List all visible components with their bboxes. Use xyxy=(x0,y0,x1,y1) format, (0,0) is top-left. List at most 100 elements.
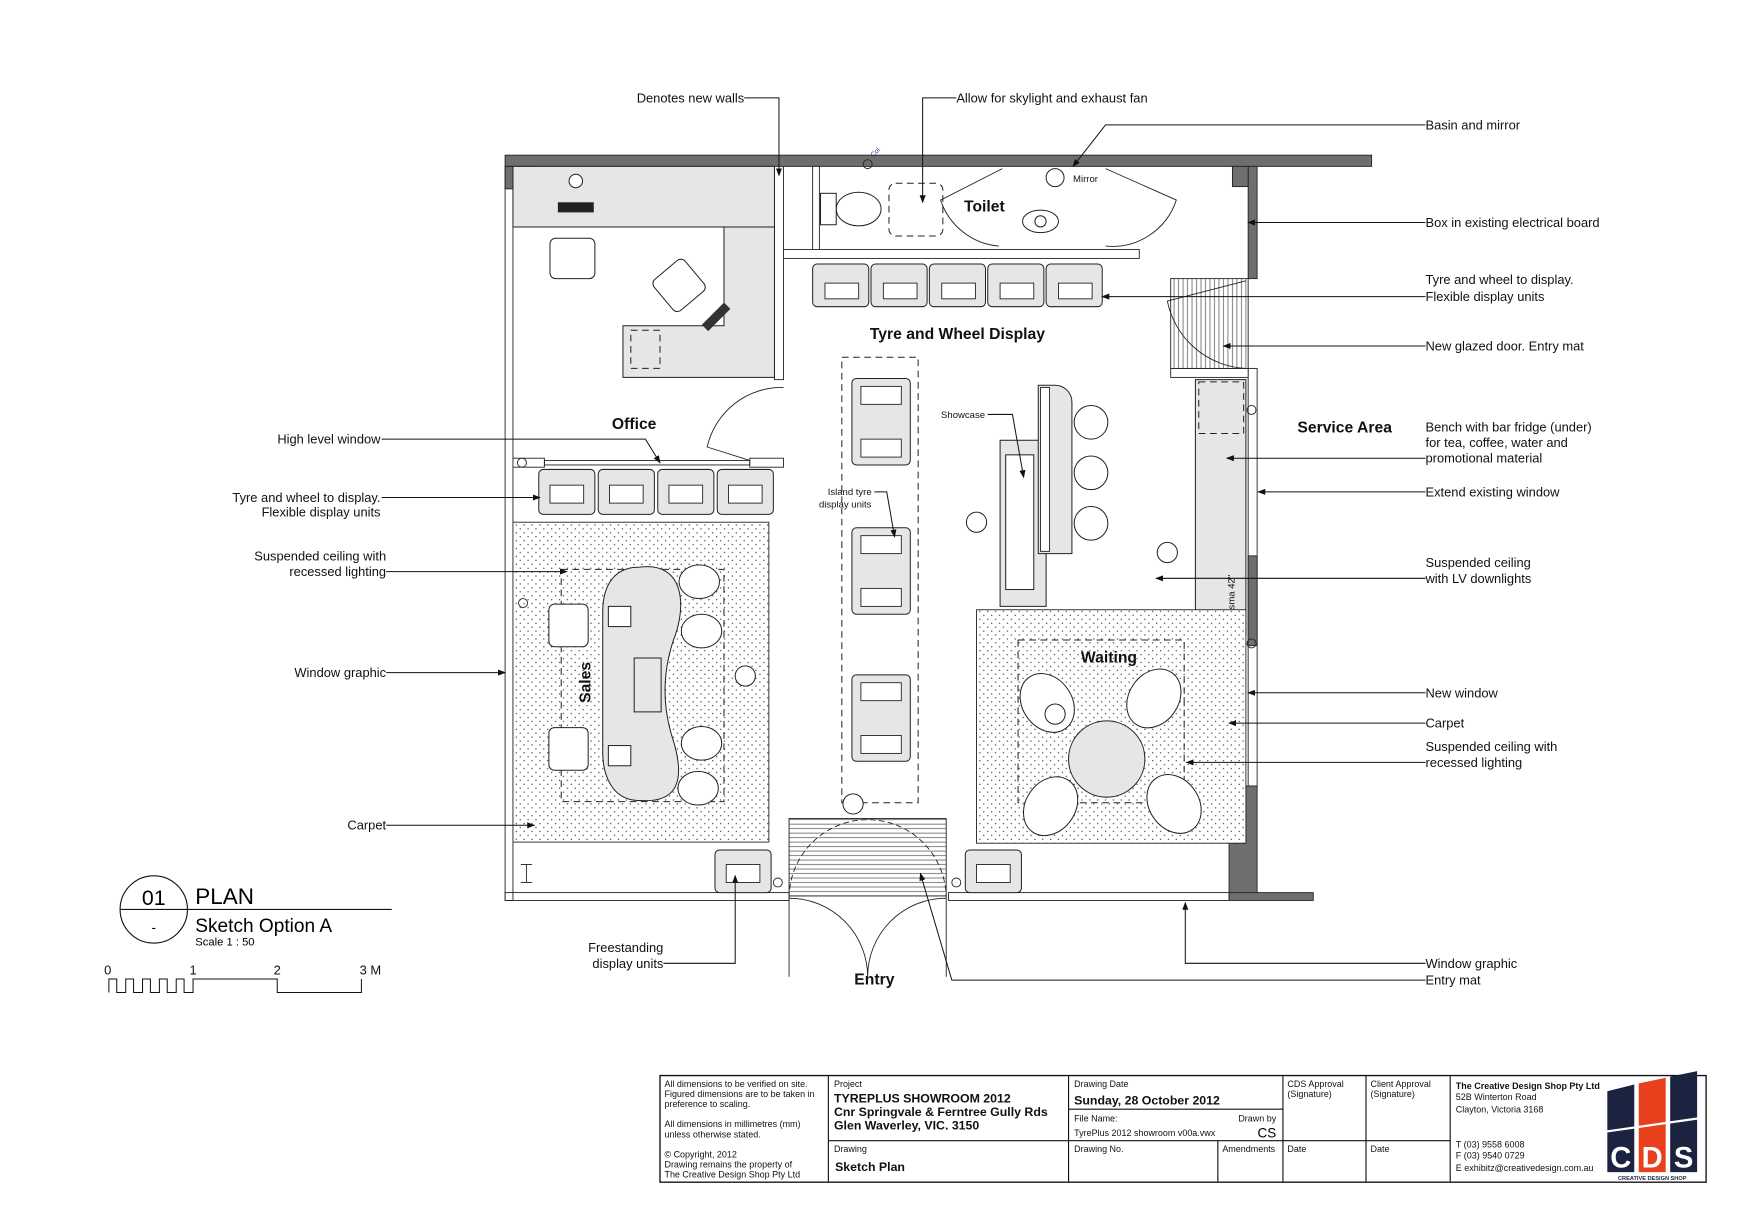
note-left-ceiling-2: recessed lighting xyxy=(289,564,386,579)
lounge-chair xyxy=(1126,668,1182,729)
tb-fax: F (03) 9540 0729 xyxy=(1456,1151,1525,1161)
showcase-area: Showcase xyxy=(842,384,1178,815)
phone-icon xyxy=(568,173,584,189)
tb-note-3: preference to scaling. xyxy=(664,1099,750,1109)
title-block: All dimensions to be verified on site. F… xyxy=(659,1071,1707,1183)
tb-copyright-2: Drawing remains the property of xyxy=(664,1160,792,1170)
tb-project-address-2: Glen Waverley, VIC. 3150 xyxy=(834,1118,979,1132)
toilet-door-swing-left xyxy=(940,168,1003,247)
tb-project-address-1: Cnr Springvale & Ferntree Gully Rds xyxy=(834,1105,1048,1119)
tb-note-4: All dimensions in millimetres (mm) xyxy=(664,1119,800,1129)
note-skylight: Allow for skylight and exhaust fan xyxy=(956,90,1147,105)
bench-fridge xyxy=(1198,381,1245,435)
tb-note-1: All dimensions to be verified on site. xyxy=(664,1079,807,1089)
note-bench-2: for tea, coffee, water and xyxy=(1425,435,1567,450)
tb-drawn-by: CS xyxy=(1258,1125,1277,1140)
svg-text:S: S xyxy=(1674,1143,1693,1175)
tb-company: The Creative Design Shop Pty Ltd xyxy=(1456,1081,1600,1091)
entry-area: Entry xyxy=(714,818,1022,989)
tb-drawing: Sketch Plan xyxy=(835,1160,905,1174)
note-freestanding-1: Freestanding xyxy=(588,940,663,955)
bottom-left-window xyxy=(504,892,790,901)
bar-stool xyxy=(1073,505,1109,541)
island-display: Island tyre display units xyxy=(819,356,919,804)
toilet-door-swing-right xyxy=(1105,168,1177,247)
tb-address-1: 52B Winterton Road xyxy=(1456,1092,1537,1102)
plan-title: PLAN xyxy=(195,884,254,909)
note-window-graphic-left: Window graphic xyxy=(294,665,386,680)
note-right-display-1: Tyre and wheel to display. xyxy=(1425,272,1573,287)
mirror-label: Mirror xyxy=(1073,174,1099,185)
basin-icon xyxy=(1045,168,1065,188)
tb-project-name: TYREPLUS SHOWROOM 2012 xyxy=(834,1091,1011,1105)
tb-date: Sunday, 28 October 2012 xyxy=(1074,1094,1220,1108)
entry-mat xyxy=(788,818,947,897)
bottom-right-window xyxy=(948,892,1230,901)
island-outline xyxy=(841,356,919,804)
door-wall-stub xyxy=(1170,367,1249,378)
toilet-label: Toilet xyxy=(964,198,1005,215)
note-right-ceiling-2: recessed lighting xyxy=(1425,755,1522,770)
top-wall xyxy=(504,154,1373,167)
right-corner-block xyxy=(1231,165,1249,188)
toilet-left-wall xyxy=(812,165,820,253)
note-left-display-2: Flexible display units xyxy=(262,505,381,520)
office-desk-chair xyxy=(652,258,706,313)
office-door-swing xyxy=(706,387,784,461)
office-chair xyxy=(549,237,596,280)
tb-cds-approval-2: (Signature) xyxy=(1287,1089,1331,1099)
tb-drawing-label: Drawing xyxy=(834,1144,867,1154)
note-new-window: New window xyxy=(1425,685,1498,700)
tb-amendments-label: Amendments xyxy=(1222,1144,1275,1154)
glazed-door-mat xyxy=(1170,278,1249,369)
person-figure-icon xyxy=(1156,541,1178,564)
note-high-window: High level window xyxy=(277,432,381,447)
tb-cds-approval-1: CDS Approval xyxy=(1287,1079,1343,1089)
office-new-wall xyxy=(774,165,784,381)
person-figure-icon xyxy=(842,793,864,815)
person-figure-icon xyxy=(965,511,988,533)
office-label: Office xyxy=(612,416,657,433)
waiting-table xyxy=(1068,720,1146,798)
note-electrical: Box in existing electrical board xyxy=(1425,215,1599,230)
tb-date-label: Drawing Date xyxy=(1074,1079,1128,1089)
office-keyboard-icon xyxy=(701,302,731,332)
plan-scale: Scale 1 : 50 xyxy=(195,936,254,948)
client-chair xyxy=(677,770,719,806)
showcase-label: Showcase xyxy=(941,410,985,421)
plasma-label: Plasma 42" xyxy=(1227,575,1238,623)
note-lv-1: Suspended ceiling xyxy=(1425,555,1530,570)
sales-monitor xyxy=(633,657,662,713)
tb-copyright-3: The Creative Design Shop Pty Ltd xyxy=(664,1170,800,1180)
client-chair xyxy=(678,564,720,600)
tb-address-2: Clayton, Victoria 3168 xyxy=(1456,1105,1544,1115)
bar-stool xyxy=(1073,404,1109,440)
laptop-icon xyxy=(607,605,632,628)
tb-file: TyrePlus 2012 showroom v00a.vwx xyxy=(1074,1128,1216,1138)
tb-copyright-1: © Copyright, 2012 xyxy=(664,1149,736,1159)
tb-note-5: unless otherwise stated. xyxy=(664,1129,760,1139)
client-chair xyxy=(680,725,723,761)
note-glazed-door: New glazed door. Entry mat xyxy=(1425,338,1584,353)
person-head-icon xyxy=(1034,215,1047,228)
lounge-chair xyxy=(1023,776,1079,837)
left-display-units xyxy=(538,468,774,515)
annotations: Denotes new walls Allow for skylight and… xyxy=(232,90,1599,987)
high-level-window xyxy=(543,460,751,466)
sales-area: Sales xyxy=(512,521,770,883)
client-chair xyxy=(680,613,723,649)
scale-tick-3: 3 M xyxy=(360,963,382,978)
keyboard-icon xyxy=(557,202,594,213)
right-wall-column xyxy=(1247,555,1258,647)
note-basin: Basin and mirror xyxy=(1425,117,1520,132)
note-right-ceiling-1: Suspended ceiling with xyxy=(1425,739,1557,754)
toilet-cistern xyxy=(819,192,837,226)
person-figure-icon xyxy=(1044,703,1066,725)
toilet-bowl xyxy=(835,191,882,227)
glazed-door-swing xyxy=(1166,280,1247,369)
tb-project-label: Project xyxy=(834,1079,862,1089)
person-figure-icon xyxy=(734,665,756,687)
showcase-glass xyxy=(1005,454,1035,591)
tb-phone: T (03) 9558 6008 xyxy=(1456,1139,1525,1149)
